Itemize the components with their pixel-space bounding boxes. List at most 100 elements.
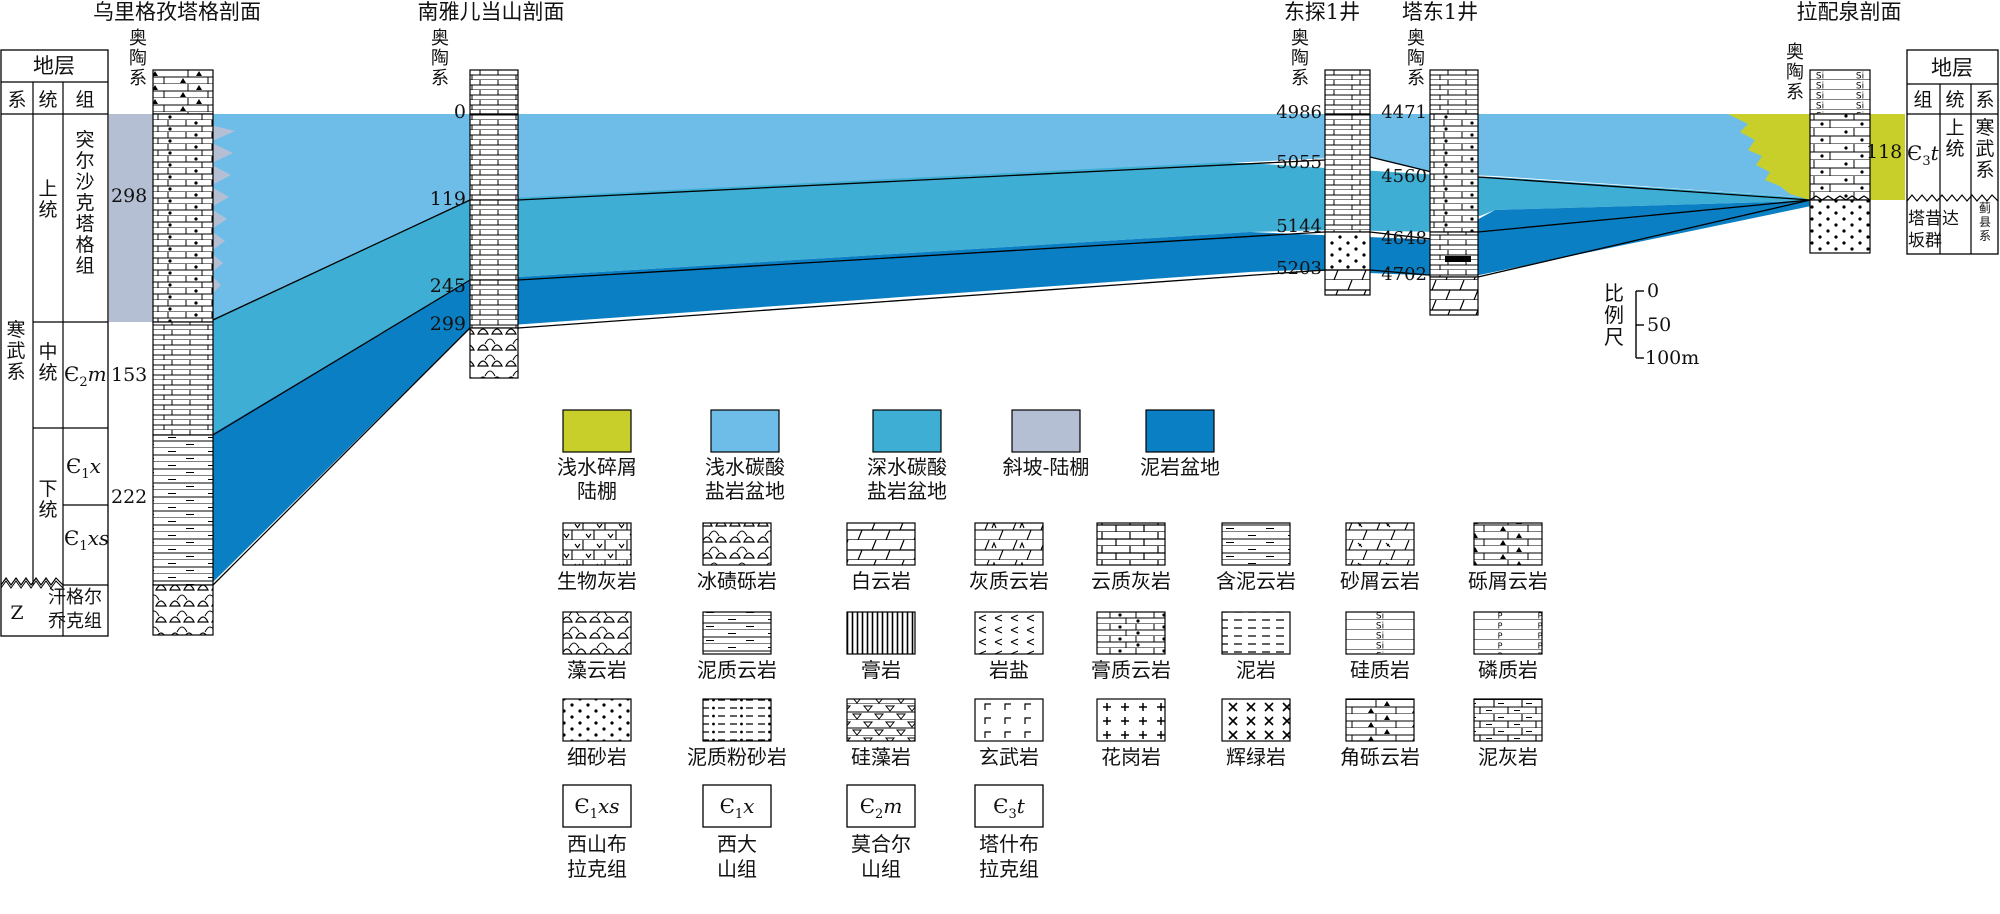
lithology-label: 含泥云岩	[1216, 569, 1296, 593]
vertical-char: 陶	[431, 48, 449, 69]
corr-line-td1-lpq-b	[1477, 199, 1811, 233]
lithology-swatch	[702, 611, 772, 655]
lithology-legend-item: 岩盐	[974, 611, 1044, 682]
lithology-legend-item: 磷质岩	[1473, 611, 1543, 682]
depth-labels: 0119245299498650555144520344714560464847…	[430, 101, 1427, 335]
lithology-swatch	[562, 522, 632, 566]
band-deep-carbonate	[165, 162, 1840, 435]
col-td1-middle	[1429, 231, 1479, 278]
vertical-char: 蓟	[1979, 201, 1991, 215]
lithology-swatch	[1345, 522, 1415, 566]
vertical-char: 组	[75, 255, 94, 277]
corr-line-ulg-upper	[212, 199, 471, 321]
lithology-swatch	[846, 698, 916, 742]
ordovician-labels: 奥陶系 奥陶系 奥陶系 奥陶系 奥陶系	[129, 28, 1804, 103]
vertical-char: 下	[38, 478, 57, 500]
col-ulg-ordovician	[152, 69, 214, 115]
section-title-ulg: 乌里格孜塔格剖面	[93, 0, 261, 24]
left-system-label: 寒武系	[6, 319, 25, 383]
corr-line-dt1-td1-c	[1369, 269, 1441, 277]
vertical-char: 奥	[1407, 28, 1425, 49]
scale-title: 比例尺	[1604, 281, 1624, 349]
vertical-char: 沙	[75, 171, 94, 193]
vertical-char: 寒	[1975, 117, 1994, 139]
lithology-label: 白云岩	[851, 569, 911, 593]
corr-line-ulg-lower	[212, 327, 471, 586]
vertical-char: 塔	[75, 213, 94, 235]
right-col-system: 系	[1975, 89, 1994, 111]
lithology-swatch	[1096, 698, 1166, 742]
lithology-legend-item: 砾屑云岩	[1468, 522, 1548, 593]
corr-line-dt1-td1-a	[1369, 156, 1441, 175]
scale-tick-50: 50	[1647, 314, 1671, 336]
formation-name-line2: 拉克组	[979, 857, 1039, 881]
lithology-label: 砾屑云岩	[1468, 569, 1548, 593]
depth-dt1: 5203	[1276, 258, 1322, 279]
ord-label-nyd: 奥陶系	[431, 28, 449, 89]
formation-symbol: Є1x	[720, 794, 755, 822]
lithology-swatch	[562, 611, 632, 655]
lithology-swatch	[1096, 611, 1166, 655]
lithology-swatch	[1221, 698, 1291, 742]
lithology-swatch	[1473, 698, 1543, 742]
depth-dt1: 4986	[1276, 102, 1322, 123]
lithology-swatch	[1221, 522, 1291, 566]
vertical-char: 陶	[1407, 48, 1425, 69]
lpq-unconformity	[1809, 195, 1871, 201]
lithology-label: 灰质云岩	[969, 569, 1049, 593]
vertical-char: 上	[38, 178, 57, 200]
formation-box	[702, 784, 772, 828]
lithology-label: 云质灰岩	[1091, 569, 1171, 593]
col-nyd-base	[469, 327, 519, 379]
lithology-label: 花岗岩	[1101, 745, 1161, 769]
col-nyd-lower	[469, 279, 519, 329]
section-title-nyd: 南雅儿当山剖面	[418, 0, 565, 24]
vertical-char: 系	[431, 68, 449, 89]
vertical-char: 奥	[431, 28, 449, 49]
lithology-legend-item: 云质灰岩	[1091, 522, 1171, 593]
depth-td1: 4648	[1381, 228, 1427, 249]
corr-line-nyd-dt1-top	[517, 159, 1326, 201]
vertical-char: 克	[75, 192, 94, 214]
right-thickness: 118	[1866, 141, 1902, 163]
vertical-char: 系	[1975, 159, 1994, 181]
formation-name-line1: 莫合尔	[851, 832, 911, 856]
right-fm-t: Є3t	[1907, 141, 1940, 169]
left-table-header: 地层	[33, 54, 75, 78]
lithology-legend-item: 硅质岩	[1345, 611, 1415, 682]
col-ulg-middle	[152, 321, 214, 436]
scale-tick-100: 100m	[1645, 347, 1699, 369]
left-z-fm-line2: 乔克组	[48, 611, 102, 632]
right-col-formation: 组	[1913, 89, 1932, 111]
facies-label-line2: 陆棚	[577, 479, 617, 503]
formation-box	[562, 784, 632, 828]
lithology-legend-item: 硅藻岩	[846, 698, 916, 769]
band-mud-basin	[165, 200, 1840, 585]
left-col-system: 系	[7, 89, 26, 111]
lithology-label: 膏岩	[861, 658, 901, 682]
vertical-char: 上	[1945, 117, 1964, 139]
left-col-formation: 组	[75, 89, 94, 111]
lithology-legend-item: 灰质云岩	[969, 522, 1049, 593]
col-ulg-upper	[152, 113, 214, 323]
lithology-swatch	[974, 698, 1044, 742]
ord-label-lpq: 奥陶系	[1786, 42, 1804, 103]
vertical-char: 统	[38, 499, 57, 521]
lithology-legend-item: 泥岩	[1221, 611, 1291, 682]
col-lpq-upper	[1809, 113, 1871, 201]
facies-label-line1: 泥岩盆地	[1140, 455, 1220, 479]
col-dt1-ordovician	[1324, 69, 1371, 115]
section-title-td1: 塔东1井	[1402, 0, 1478, 24]
vertical-char: 系	[1291, 68, 1309, 89]
lithology-legend-item: 玄武岩	[974, 698, 1044, 769]
right-upper-series: 上统	[1945, 117, 1964, 160]
lithology-label: 磷质岩	[1478, 658, 1538, 682]
lithology-swatch	[1345, 698, 1415, 742]
col-nyd-middle	[469, 199, 519, 281]
facies-swatch	[1145, 409, 1215, 453]
depth-nyd: 245	[430, 275, 466, 297]
left-z-label: Z	[10, 602, 23, 624]
left-thick-middle: 153	[111, 364, 147, 386]
